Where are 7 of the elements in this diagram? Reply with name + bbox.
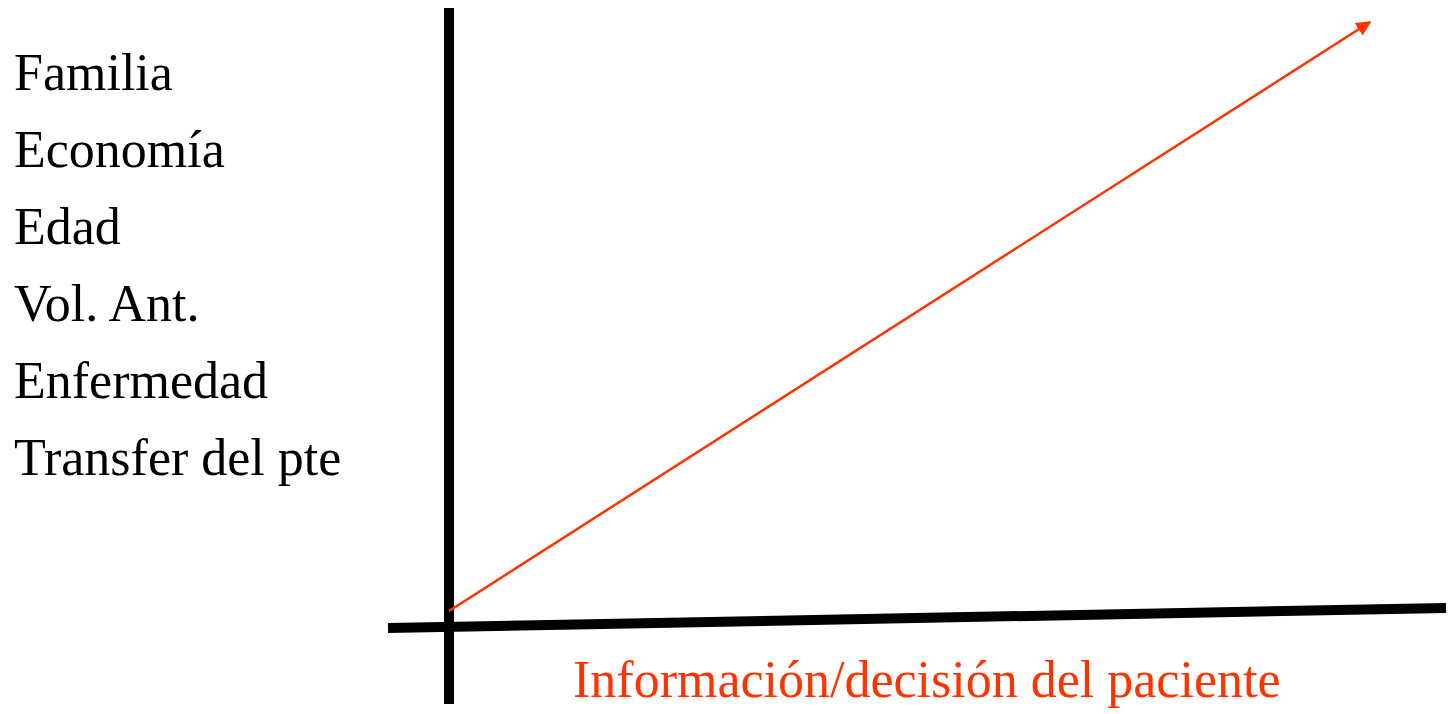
factor-label: Edad bbox=[14, 197, 121, 257]
factor-label: Familia bbox=[14, 43, 173, 103]
axis-label: Información/decisión del paciente bbox=[573, 650, 1281, 710]
factor-label: Economía bbox=[14, 120, 225, 180]
factor-label: Vol. Ant. bbox=[14, 274, 200, 334]
factor-label: Enfermedad bbox=[14, 351, 269, 411]
factor-label: Transfer del pte bbox=[14, 428, 342, 488]
